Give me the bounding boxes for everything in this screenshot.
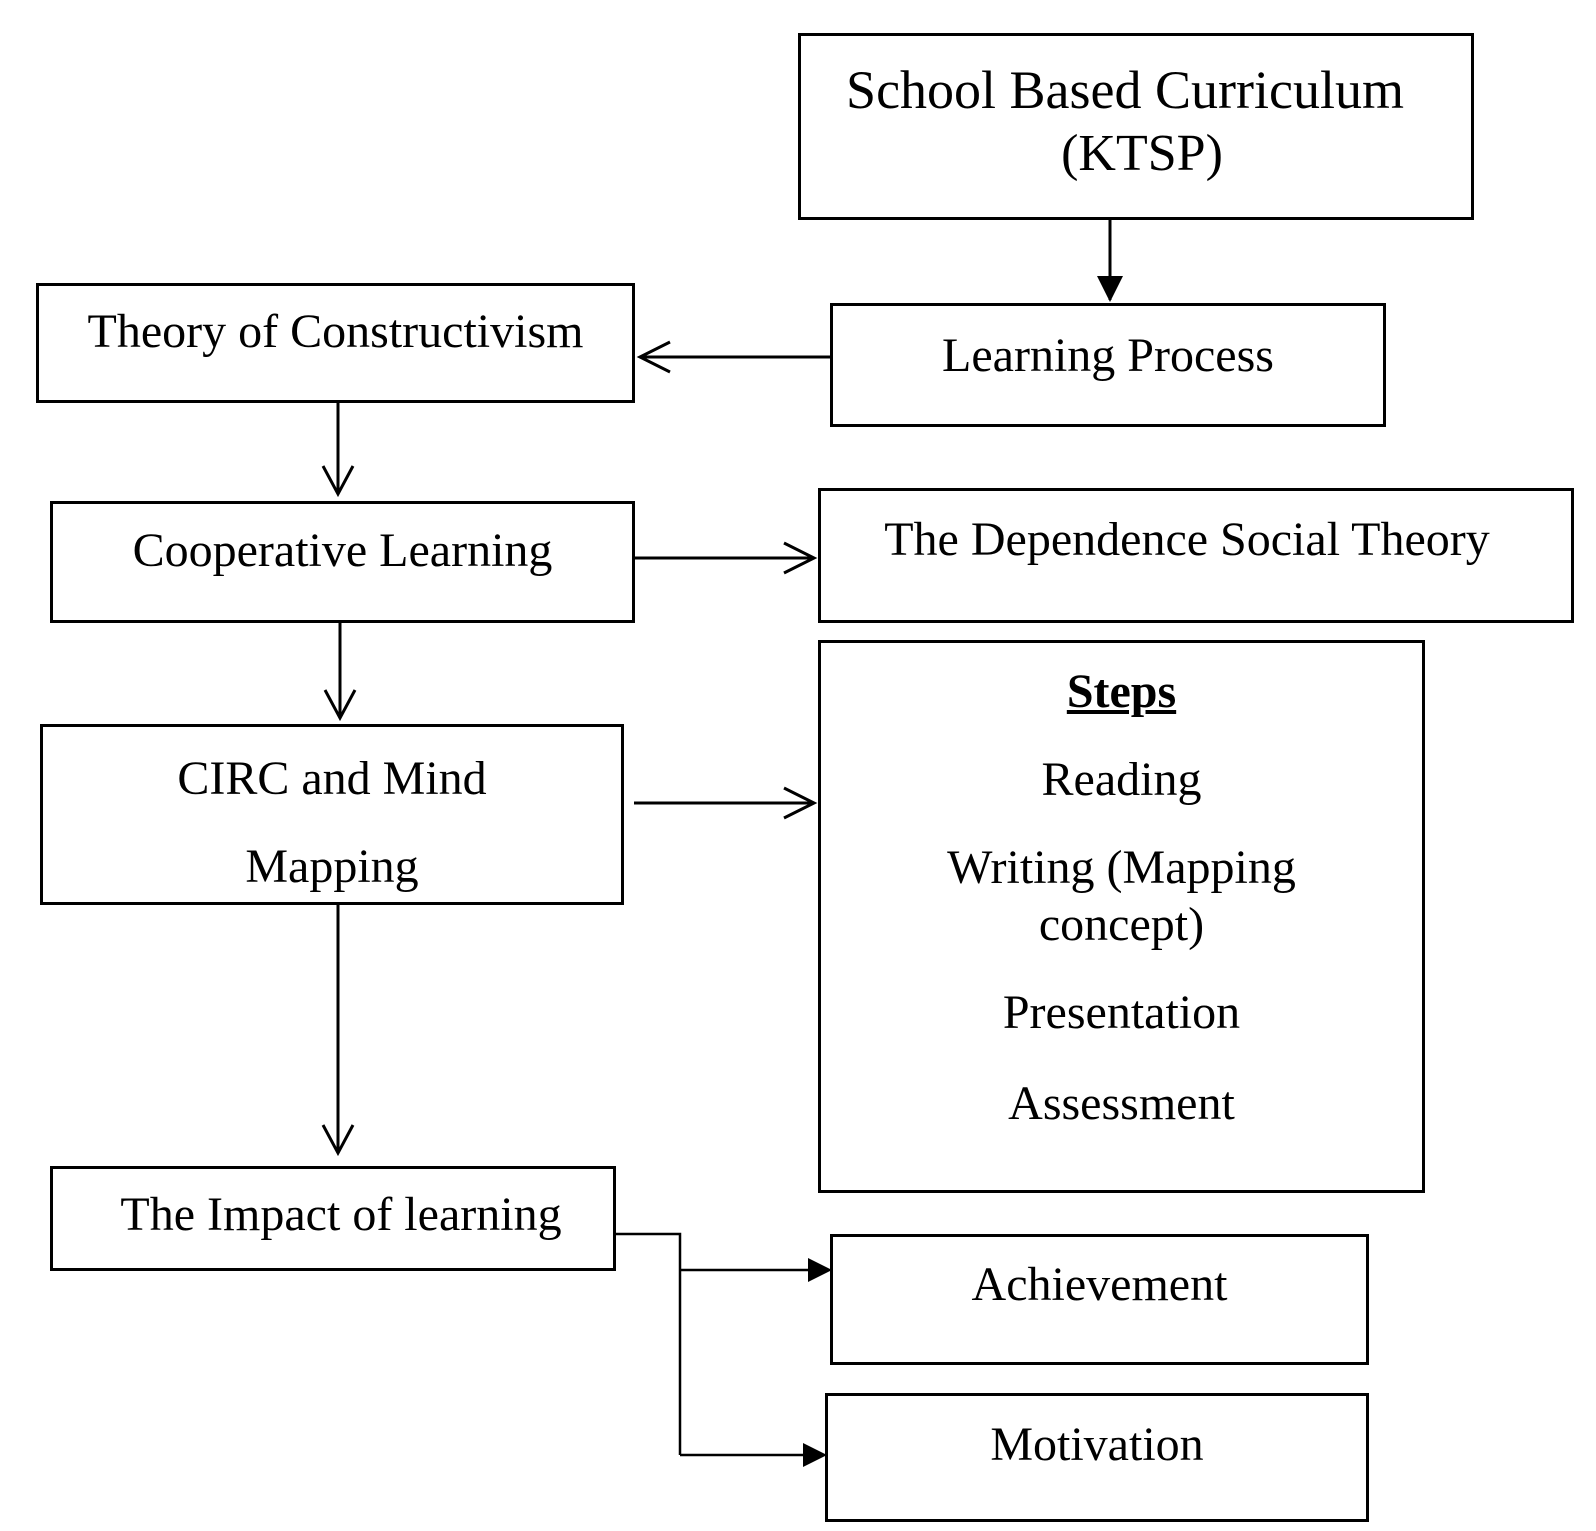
node-dependence-social-theory-label: The Dependence Social Theory — [884, 513, 1490, 566]
node-circ-mind-mapping: CIRC and Mind Mapping — [40, 724, 624, 905]
node-cooperative-learning: Cooperative Learning — [50, 501, 635, 623]
node-dependence-social-theory: The Dependence Social Theory — [818, 488, 1574, 623]
node-impact-of-learning: The Impact of learning — [50, 1166, 616, 1271]
node-circ-mind-mapping-line1: CIRC and Mind — [177, 752, 487, 805]
arrowhead-circ-to-impact — [321, 1124, 355, 1157]
arrowhead-impact-to-achievement — [808, 1258, 832, 1282]
arrowhead-circ-to-steps — [783, 786, 818, 820]
step-assessment: Assessment — [1008, 1077, 1235, 1131]
arrowhead-learning-process-to-constructivism — [636, 340, 671, 374]
node-circ-mind-mapping-line2: Mapping — [245, 840, 419, 893]
node-theory-of-constructivism-label: Theory of Constructivism — [87, 305, 584, 358]
connector-impact-branch — [616, 1232, 682, 1455]
arrowhead-cooperative-to-circ — [323, 689, 357, 722]
step-presentation: Presentation — [1002, 985, 1241, 1039]
node-achievement-label: Achievement — [971, 1258, 1228, 1311]
arrowhead-impact-to-motivation — [803, 1443, 827, 1467]
arrowhead-constructivism-to-cooperative — [321, 465, 355, 498]
arrowhead-ktsp-to-learning-process — [1097, 276, 1123, 302]
node-school-based-curriculum-line2: (KTSP) — [1061, 124, 1223, 182]
node-cooperative-learning-label: Cooperative Learning — [132, 524, 553, 577]
node-motivation-label: Motivation — [990, 1418, 1204, 1471]
steps-title: Steps — [1066, 665, 1177, 718]
step-reading: Reading — [1041, 753, 1202, 806]
node-school-based-curriculum: School Based Curriculum (KTSP) — [798, 33, 1474, 220]
node-impact-of-learning-label: The Impact of learning — [120, 1188, 562, 1241]
step-writing: Writing (Mapping — [947, 840, 1296, 894]
node-steps: Steps Reading Writing (Mapping concept) … — [818, 640, 1425, 1193]
node-achievement: Achievement — [830, 1234, 1369, 1365]
node-learning-process: Learning Process — [830, 303, 1386, 427]
node-learning-process-label: Learning Process — [942, 329, 1274, 382]
node-motivation: Motivation — [825, 1393, 1369, 1522]
node-theory-of-constructivism: Theory of Constructivism — [36, 283, 635, 403]
arrowhead-cooperative-to-dependence — [783, 541, 818, 575]
node-school-based-curriculum-line1: School Based Curriculum — [846, 60, 1404, 120]
step-writing-continued: concept) — [1038, 898, 1205, 952]
